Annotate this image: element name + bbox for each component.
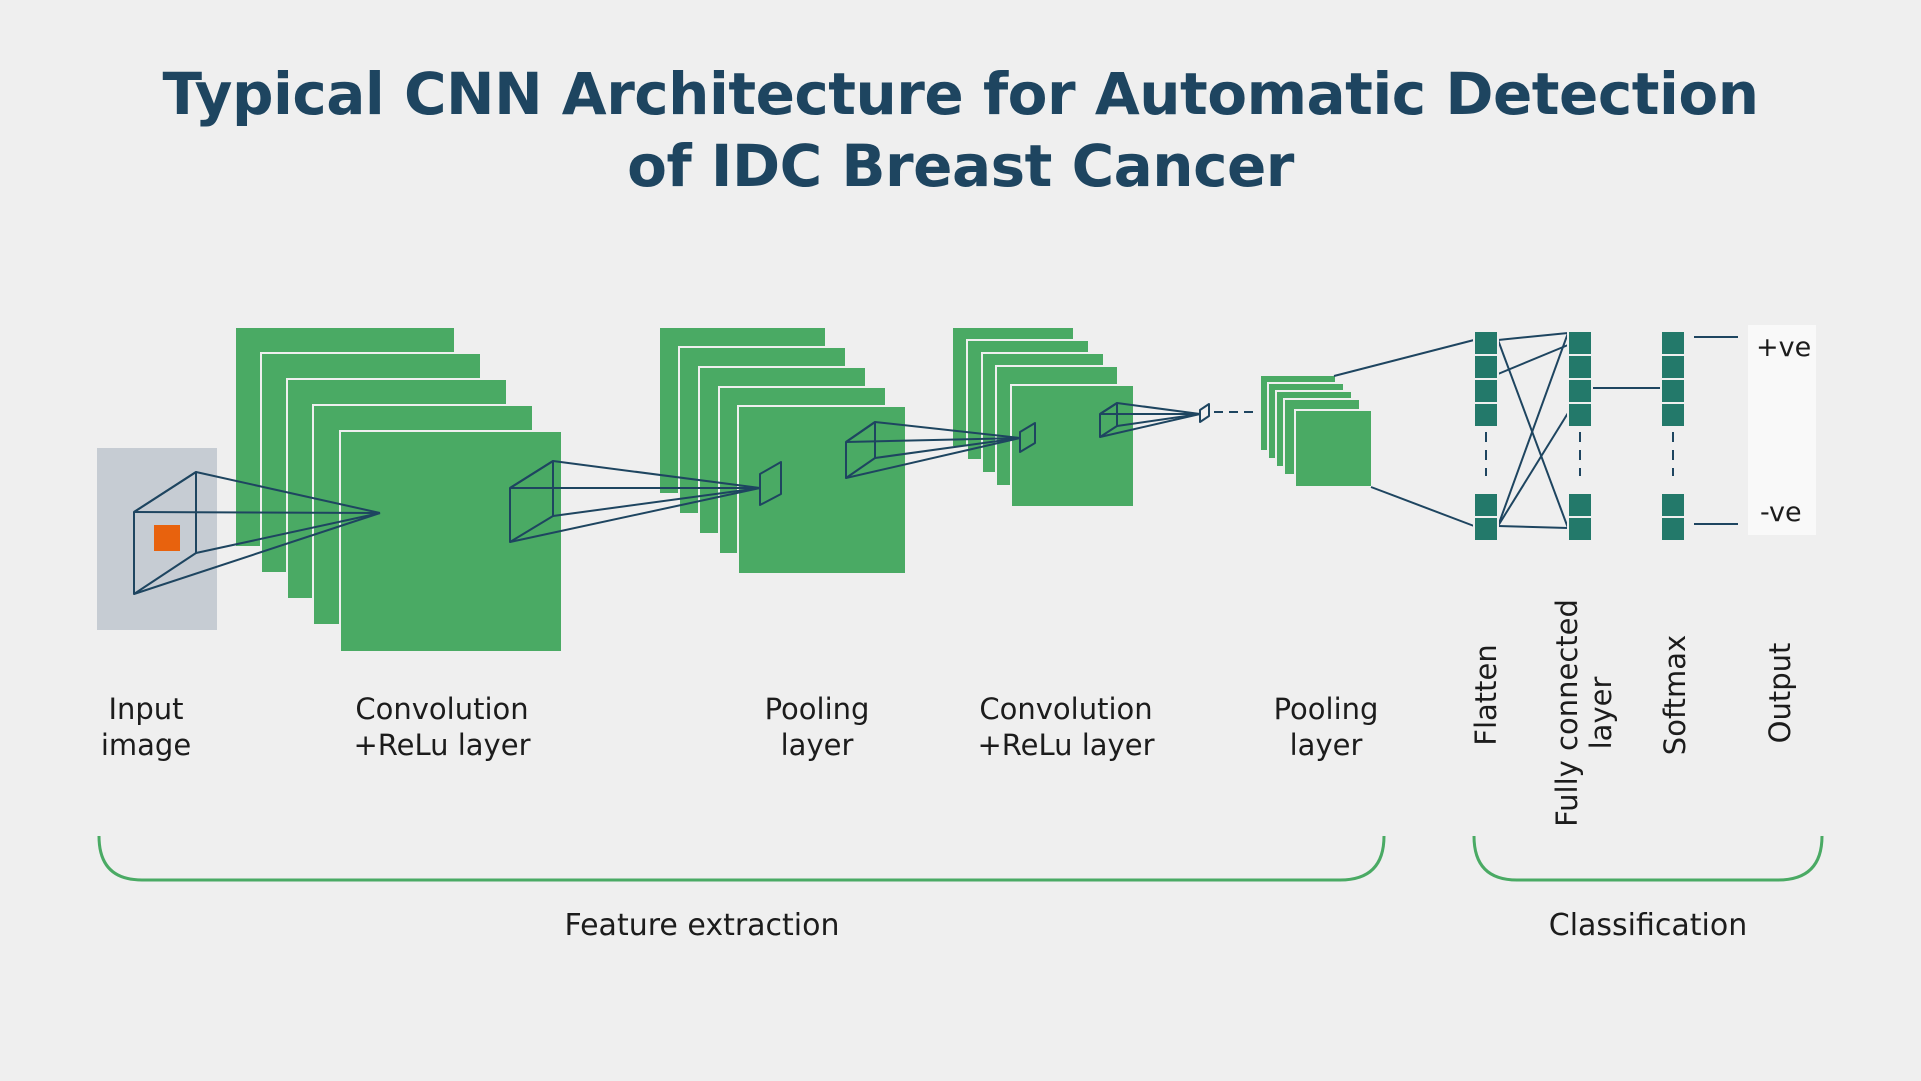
conv1-feature-maps (234, 326, 563, 653)
label-conv1: Convolution +ReLu layer (354, 691, 531, 763)
classification-bracket (1472, 835, 1824, 882)
label-line: layer (780, 728, 854, 762)
neuron (1660, 402, 1686, 428)
kernel-ray (845, 421, 876, 443)
kernel-ray (195, 512, 381, 554)
kernel-ray (874, 421, 1021, 439)
label-line: layer (1584, 676, 1618, 750)
pool2-map (1294, 409, 1373, 488)
kernel-ray (1116, 413, 1201, 427)
neuron (1473, 330, 1499, 356)
output-negative: -ve (1760, 497, 1802, 528)
label-softmax: Softmax (1658, 634, 1692, 756)
neuron (1660, 492, 1686, 518)
group-classification: Classification (1548, 908, 1748, 943)
conv2-feature-maps (951, 326, 1135, 508)
pool2-to-flatten-bottom (1370, 486, 1475, 527)
neuron (1473, 492, 1499, 518)
pool2-to-flatten-top (1333, 339, 1475, 377)
label-line: image (100, 728, 192, 762)
feature-extraction-bracket (97, 835, 1386, 882)
kernel-ray (874, 437, 1021, 459)
label-line: layer (1289, 728, 1363, 762)
pool2-feature-maps (1259, 374, 1373, 488)
label-input-image: Input image (101, 691, 191, 763)
softmax-neurons (1660, 330, 1686, 542)
neuron (1473, 516, 1499, 542)
kernel-ray (509, 487, 761, 543)
neuron (1567, 330, 1593, 356)
conv2-cell (1019, 422, 1036, 453)
kernel-ray (1099, 402, 1118, 415)
input-patch (154, 525, 180, 551)
fc-neurons (1567, 330, 1593, 542)
kernel-ray (552, 460, 761, 489)
receptive-field-lines (133, 332, 1738, 595)
neuron (1567, 516, 1593, 542)
input-image (97, 448, 217, 630)
output-box (1748, 325, 1816, 535)
group-feature-extraction: Feature extraction (564, 908, 840, 943)
flatten-neurons (1473, 330, 1499, 542)
label-flatten: Flatten (1469, 644, 1503, 746)
diagram-title: Typical CNN Architecture for Automatic D… (0, 58, 1921, 202)
label-line: Pooling (764, 692, 870, 726)
kernel-ray (133, 511, 381, 514)
output-positive: +ve (1756, 332, 1812, 363)
neuron (1660, 354, 1686, 380)
kernel-ray (133, 471, 197, 513)
label-pool1: Pooling layer (765, 691, 870, 763)
kernel-ray (195, 471, 381, 514)
neuron (1567, 402, 1593, 428)
kernel-ray (845, 437, 1021, 479)
label-line: Pooling (1273, 692, 1379, 726)
kernel-ray (552, 487, 761, 517)
kernel-ray (1116, 402, 1201, 415)
neuron (1660, 378, 1686, 404)
kernel-ray (845, 437, 1021, 443)
label-output: Output (1763, 642, 1797, 744)
label-line: +ReLu layer (353, 728, 531, 762)
fc-connection (1497, 339, 1569, 529)
label-line: Convolution (979, 692, 1153, 726)
kernel-ray (133, 512, 381, 595)
fc-connection (1497, 344, 1569, 375)
neuron (1660, 516, 1686, 542)
neuron (1660, 330, 1686, 356)
neuron (1567, 354, 1593, 380)
pool1-cell (759, 461, 782, 506)
label-line: Convolution (355, 692, 529, 726)
fc-connection (1497, 332, 1569, 527)
neuron (1473, 354, 1499, 380)
neuron (1567, 492, 1593, 518)
kernel-ray (509, 460, 554, 489)
pool1-feature-maps (658, 326, 907, 575)
conv1-map (339, 430, 563, 653)
title-line-1: Typical CNN Architecture for Automatic D… (162, 60, 1759, 128)
label-line: Fully connected (1550, 599, 1584, 827)
fc-connection (1497, 332, 1569, 341)
fc-connection (1497, 525, 1569, 529)
title-line-2: of IDC Breast Cancer (627, 132, 1294, 200)
pool2-cell (1199, 403, 1210, 423)
neuron (1473, 378, 1499, 404)
label-line: Input (108, 692, 184, 726)
kernel-ray (1099, 413, 1201, 438)
fc-connection (1497, 412, 1569, 527)
label-fully-connected: Fully connected layer (1550, 599, 1618, 827)
label-conv2: Convolution +ReLu layer (978, 691, 1155, 763)
neuron (1567, 378, 1593, 404)
label-line: +ReLu layer (977, 728, 1155, 762)
pool1-map (737, 405, 907, 575)
neuron (1473, 402, 1499, 428)
label-pool2: Pooling layer (1274, 691, 1379, 763)
